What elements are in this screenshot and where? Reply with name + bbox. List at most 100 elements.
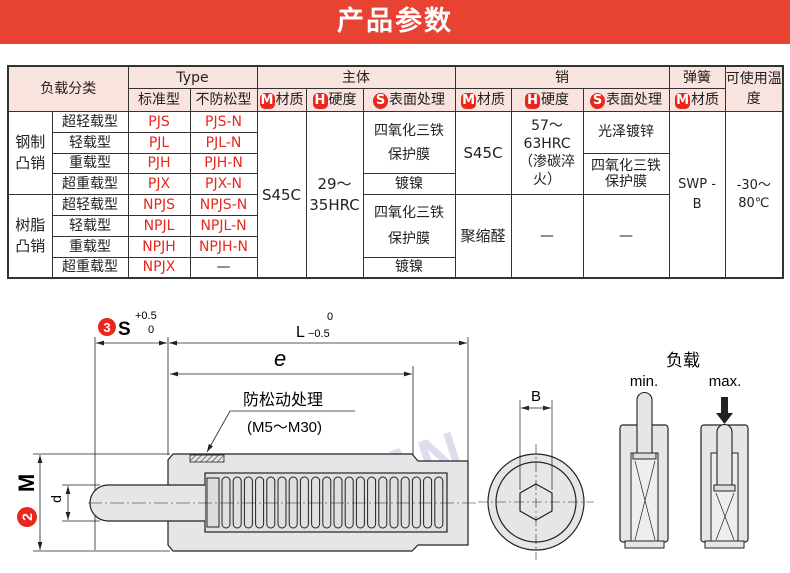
body-material: S45C [256,111,307,279]
model-non-locking: PJS-N [189,111,258,133]
table-row: 超重载型 NPJX — 镀镍 [8,256,783,279]
model-standard: NPJS [127,194,191,216]
leader-line [206,410,355,453]
label: 材质 [477,91,506,108]
model-non-locking: PJH-N [189,152,258,175]
s-badge-icon [98,318,116,336]
load-type: 超重载型 [51,256,129,279]
label: 材质 [691,91,720,108]
s-label: S [118,319,131,340]
model-non-locking: NPJL-N [189,214,258,237]
label: 表面处理 [606,91,663,108]
model-non-locking: NPJS-N [189,194,258,216]
header-body: 主体 [256,65,456,89]
load-type: 超重载型 [51,173,129,196]
pin-collar [206,477,220,528]
pin-material: S45C [454,110,512,196]
body-surface: 镀镍 [362,256,456,279]
pin-hardness: — [510,194,584,279]
header-load-class: 负载分类 [7,65,129,112]
header-non-locking: 不防松型 [189,88,258,112]
h-badge-icon: H [525,92,541,109]
model-non-locking: PJL-N [189,131,258,154]
temp-range: -30～80℃ [724,111,784,279]
spring-coil [400,476,410,529]
spring-coil [221,476,231,529]
group-label: 钢制凸销 [7,110,53,196]
spring-coil [299,476,309,529]
lock-patch [189,454,225,463]
spring-coil [243,476,253,529]
m-label: M [14,474,39,492]
spring-coil [344,476,354,529]
d-label: d [48,495,64,503]
spring-material: SWP - B [668,111,726,279]
pin-surface: — [582,194,670,279]
spring-coil [355,476,365,529]
model-non-locking: — [189,256,258,279]
spring-coil [311,476,321,529]
table-row: 轻载型 NPJL NPJL-N [8,214,783,237]
h-badge-icon: H [312,92,328,109]
label: 硬度 [541,91,570,108]
label: 表面处理 [389,91,446,108]
s-badge-icon: S [373,92,389,109]
model-standard: PJH [127,152,191,175]
s-badge-number: 3 [103,320,110,335]
load-type: 超轻载型 [51,194,129,216]
max-label: max. [709,373,742,390]
min-label: min. [630,373,658,390]
spring-coil [333,476,343,529]
label: 硬度 [328,91,357,108]
spring-coil [367,476,377,529]
spring-coil [434,476,444,529]
spring-coil [266,476,276,529]
lock-range: (M5～M30) [247,419,322,436]
l-tol-lower: −0.5 [308,328,330,340]
header-temp: 可使用温度 [724,65,784,112]
spring-coil [322,476,332,529]
m-badge-icon [17,507,37,527]
load-type: 轻载型 [51,214,129,237]
model-standard: PJS [127,111,191,133]
m-badge-number: 2 [19,513,35,521]
s-tol-upper: +0.5 [135,310,157,322]
pin-hardness: 57～63HRC（渗碳淬火） [510,110,584,196]
s-tol-lower: 0 [148,324,154,336]
section-banner: 产品参数 [0,0,790,44]
spring-coil [277,476,287,529]
min-load-diagram [619,392,669,549]
load-label: 负载 [666,351,700,370]
spring-coil [288,476,298,529]
max-load-diagram [700,397,749,549]
model-standard: PJL [127,131,191,154]
body-surface: 镀镍 [362,173,456,196]
l-tol-upper: 0 [327,311,333,323]
e-label: e [274,346,286,371]
body-surface: 四氧化三铁保护膜 [362,194,456,258]
header-pin: 销 [454,65,670,89]
l-label: L [296,324,305,341]
model-standard: PJX [127,173,191,196]
model-standard: NPJH [127,235,191,258]
table-row: 树脂凸销 超轻载型 NPJS NPJS-N 四氧化三铁保护膜 聚缩醛 — — [7,194,783,279]
m-badge-icon: M [259,92,275,109]
load-type: 轻载型 [51,131,129,154]
body-hardness: 29～35HRC [305,111,364,279]
spring-coil [378,476,388,529]
m-badge-icon: M [461,92,477,109]
spring-icon [221,476,444,529]
spring-coil [423,476,433,529]
spring-coil [232,476,242,529]
load-arrow-icon [716,397,733,424]
body-surface: 四氧化三铁保护膜 [362,110,456,175]
lock-note: 防松动处理 [243,391,323,409]
label: 材质 [275,91,304,108]
pin-material: 聚缩醛 [454,194,512,279]
spring-coil [255,476,265,529]
